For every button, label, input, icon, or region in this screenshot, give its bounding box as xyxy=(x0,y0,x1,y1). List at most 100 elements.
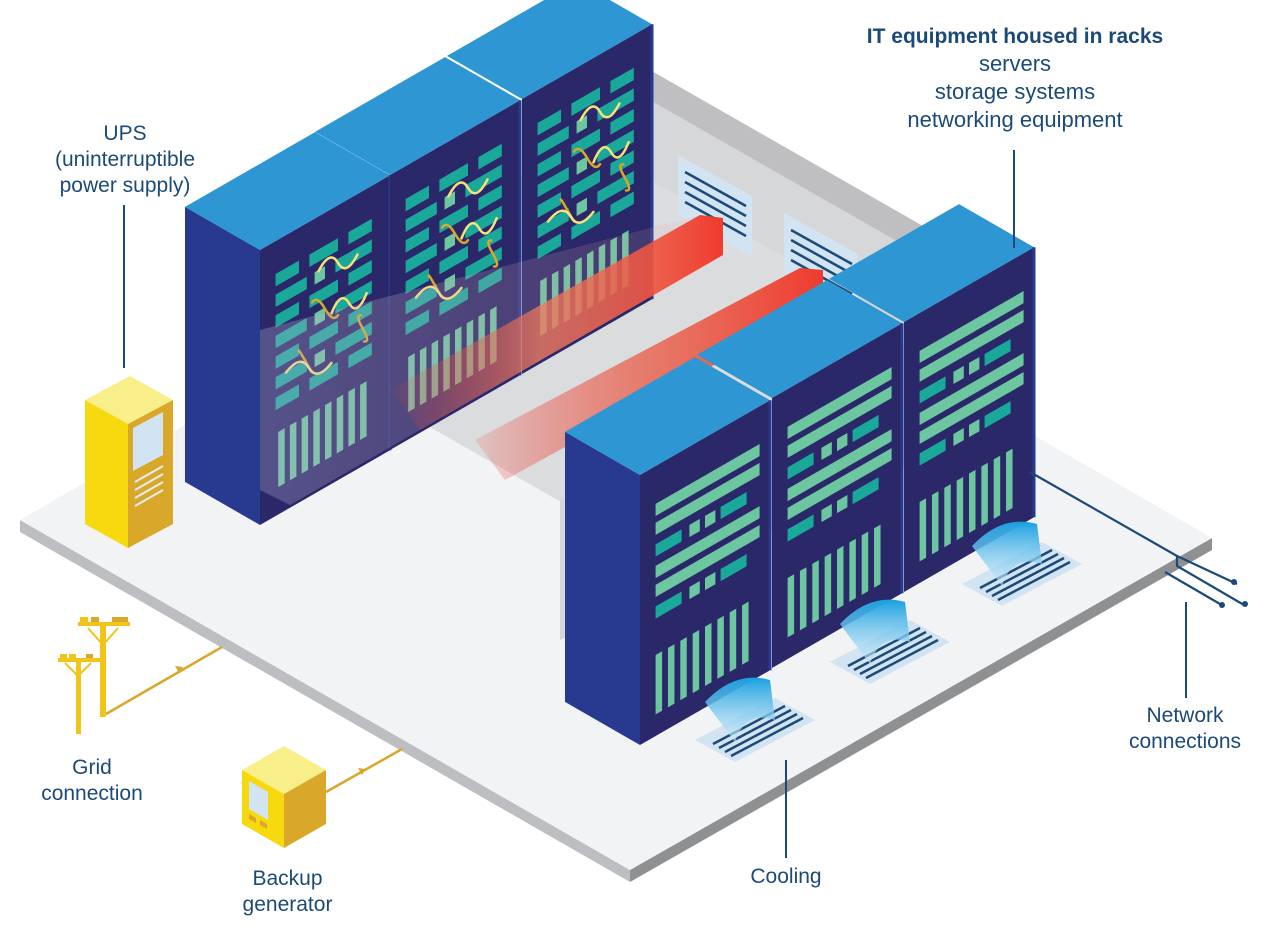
vent-bar xyxy=(705,622,712,687)
slot xyxy=(984,401,1011,429)
slot xyxy=(705,572,716,591)
label-cooling-line: Cooling xyxy=(750,865,822,888)
drive-bar xyxy=(655,462,760,535)
server-rack xyxy=(829,204,1036,592)
label-grid-line: connection xyxy=(41,782,143,805)
vent-bar xyxy=(931,491,939,555)
slot xyxy=(597,88,634,122)
vent-slat xyxy=(730,716,804,758)
floor-vent-cooling xyxy=(695,677,815,762)
slot xyxy=(537,150,561,177)
slot xyxy=(655,591,682,619)
label-ups-line: (uninterruptible xyxy=(54,148,196,171)
slot xyxy=(275,260,299,287)
label-ups-line: power supply) xyxy=(59,174,191,197)
vent-bar xyxy=(824,552,832,617)
slot xyxy=(439,245,468,275)
floor-edge-right xyxy=(630,538,1212,882)
vent-bar xyxy=(742,601,749,665)
cable xyxy=(592,140,630,164)
vent-bar xyxy=(667,644,675,708)
cable xyxy=(619,163,631,192)
floor-vent-cooling xyxy=(830,599,950,684)
drive-bar xyxy=(655,525,760,597)
wall-vent xyxy=(678,155,752,256)
slot xyxy=(576,115,587,134)
slot xyxy=(852,477,879,505)
slot xyxy=(610,191,634,218)
rack-top xyxy=(829,204,1034,322)
vent-bar xyxy=(799,567,807,631)
slot xyxy=(537,125,569,157)
slot xyxy=(537,109,561,136)
drive-bar xyxy=(787,448,892,520)
vent-slat xyxy=(985,552,1059,594)
label-it-item: networking equipment xyxy=(907,107,1123,132)
vent-bar xyxy=(981,462,988,526)
label-it-item: servers xyxy=(978,51,1052,76)
label-it-equipment: IT equipment housed in racks servers sto… xyxy=(830,24,1200,134)
ups-cabinet xyxy=(85,376,173,548)
slot xyxy=(571,169,600,199)
drive-bar xyxy=(919,372,1024,444)
network-cables xyxy=(1029,471,1248,608)
vent-bar xyxy=(993,455,1001,519)
slot xyxy=(444,191,455,210)
storage-slots xyxy=(787,367,892,638)
rack-top xyxy=(315,57,520,175)
vent-bar xyxy=(944,484,951,548)
power-pole xyxy=(58,654,100,734)
rack-top xyxy=(447,0,652,99)
power-pole xyxy=(78,617,130,717)
slot xyxy=(576,197,587,217)
slot xyxy=(919,376,946,404)
slot xyxy=(465,164,502,198)
slot xyxy=(314,266,325,285)
vent-bar xyxy=(717,615,724,679)
slot xyxy=(444,232,455,251)
vent-bar xyxy=(729,608,737,672)
slot xyxy=(537,233,561,260)
slot xyxy=(720,492,747,520)
slot xyxy=(837,432,848,452)
slot xyxy=(537,208,569,239)
drive-bar xyxy=(787,385,892,458)
cable xyxy=(487,239,499,268)
slot xyxy=(610,67,634,94)
slot xyxy=(465,205,502,239)
vent-slat xyxy=(991,556,1065,598)
label-ups: UPS (uninterruptible power supply) xyxy=(30,121,220,199)
label-backup-generator: Backup generator xyxy=(220,866,355,918)
label-it-equipment-title: IT equipment housed in racks xyxy=(866,25,1164,48)
vent-bar xyxy=(1006,448,1013,512)
slot xyxy=(969,419,980,438)
vent-bar xyxy=(837,545,844,610)
slot xyxy=(597,129,634,163)
drive-bar xyxy=(787,429,892,502)
rack-top xyxy=(697,280,902,398)
cold-air-flow xyxy=(840,599,910,664)
backup-generator xyxy=(242,746,326,848)
label-generator-line: generator xyxy=(242,893,333,916)
vent-bar xyxy=(849,538,856,602)
cable xyxy=(317,253,359,273)
storage-slots xyxy=(919,291,1024,562)
slot xyxy=(571,210,600,240)
patch-cables xyxy=(546,102,631,224)
slot xyxy=(405,201,437,233)
drive-bar xyxy=(919,353,1024,426)
slot xyxy=(919,438,946,466)
cold-air-flow xyxy=(705,677,775,742)
front-row-racks xyxy=(565,204,1036,745)
rack-side xyxy=(185,206,260,525)
vent-slat xyxy=(853,630,927,672)
slot xyxy=(478,184,502,211)
vent-bar xyxy=(680,637,687,701)
vent-bar xyxy=(787,574,795,638)
drive-bar xyxy=(655,506,760,579)
label-grid-line: Grid xyxy=(72,756,112,779)
vent-bar xyxy=(655,651,663,715)
slot xyxy=(852,415,879,443)
slot xyxy=(275,301,299,328)
